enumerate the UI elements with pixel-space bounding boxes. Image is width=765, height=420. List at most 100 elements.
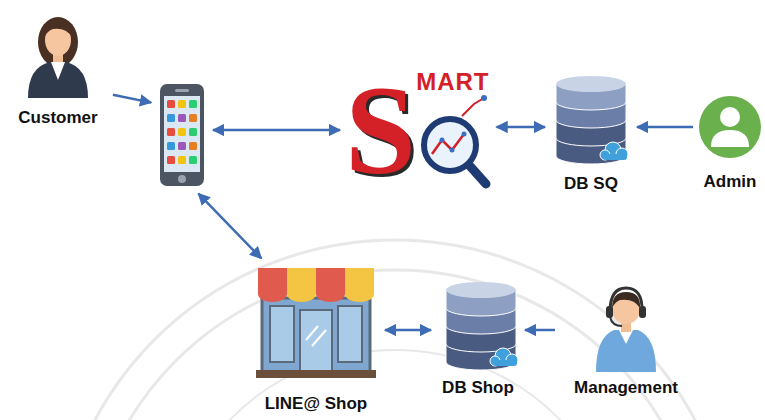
smartsq-magnifier-part bbox=[469, 165, 486, 184]
database-icon bbox=[556, 76, 628, 164]
customer-icon-part bbox=[44, 18, 73, 38]
app-icons-part bbox=[189, 100, 197, 108]
management-icon-part bbox=[610, 288, 642, 312]
flow-arrow bbox=[198, 194, 261, 259]
database-icon-part bbox=[600, 142, 628, 160]
shop-icon-part bbox=[270, 306, 294, 362]
database-icon-part bbox=[446, 282, 516, 298]
database-icon-part bbox=[490, 348, 518, 366]
flow-arrow bbox=[637, 126, 693, 129]
app-icons-part bbox=[189, 142, 197, 150]
icon-node: Admin bbox=[698, 92, 762, 192]
customer-icon-part bbox=[38, 17, 78, 67]
shop-icon-part bbox=[262, 298, 370, 372]
shop-icon-part bbox=[256, 370, 376, 378]
logo-text: S bbox=[345, 66, 416, 194]
flow-arrow bbox=[525, 329, 555, 332]
management-icon bbox=[596, 288, 656, 372]
admin-icon bbox=[699, 96, 761, 158]
flow-arrow bbox=[113, 95, 151, 103]
logo-box: SMART bbox=[345, 66, 492, 188]
node-label: DB SQ bbox=[564, 174, 618, 194]
app-icons-part bbox=[178, 156, 186, 164]
database-icon-part bbox=[556, 76, 626, 92]
icon-node: LINE@ Shop bbox=[252, 262, 380, 414]
database-icon bbox=[446, 282, 518, 370]
phone-icon bbox=[160, 84, 204, 186]
shop-icon-part bbox=[316, 294, 345, 302]
shop-icon-part bbox=[345, 294, 374, 302]
app-icons-part bbox=[167, 100, 175, 108]
smartsq-magnifier-part bbox=[462, 132, 467, 137]
watermark-seal-part bbox=[165, 350, 625, 420]
shop-icon-part bbox=[300, 310, 332, 372]
icon-node: DB Shop bbox=[436, 282, 520, 398]
node-label: Admin bbox=[704, 172, 757, 192]
app-icons-part bbox=[167, 114, 175, 122]
logo-text: MART bbox=[416, 70, 489, 94]
app-icons-part bbox=[178, 100, 186, 108]
node-label: Customer bbox=[18, 108, 97, 128]
node-label: Management bbox=[574, 378, 678, 398]
admin-icon-part bbox=[720, 107, 740, 127]
icon-node bbox=[156, 82, 208, 190]
management-icon-part bbox=[596, 330, 656, 372]
management-icon-part bbox=[619, 330, 633, 344]
flow-arrow bbox=[497, 126, 545, 129]
shop-icon-part bbox=[287, 268, 316, 294]
phone-icon-part bbox=[175, 89, 189, 92]
app-icons-part bbox=[189, 114, 197, 122]
database-icon-part-part bbox=[493, 360, 517, 366]
customer-icon bbox=[28, 17, 88, 98]
customer-icon-part bbox=[51, 62, 65, 80]
phone-icon-part bbox=[178, 175, 186, 183]
icon-node: Management bbox=[560, 286, 692, 398]
admin-icon-part bbox=[711, 130, 749, 147]
shop-icon-part bbox=[306, 326, 318, 340]
shop-icon-part bbox=[338, 306, 362, 362]
icon-node: DB SQ bbox=[550, 76, 632, 194]
app-icons-part bbox=[189, 128, 197, 136]
shop-icon-part bbox=[312, 330, 326, 346]
app-icons-part bbox=[167, 142, 175, 150]
management-icon-part bbox=[612, 292, 640, 308]
shop-icon-part bbox=[345, 268, 374, 294]
app-icons-part bbox=[167, 156, 175, 164]
app-icons-part bbox=[178, 114, 186, 122]
watermark-seal-part bbox=[85, 270, 705, 420]
phone-icon-part bbox=[164, 96, 200, 172]
database-icon-part-part bbox=[603, 154, 627, 160]
shop-icon-part bbox=[287, 294, 316, 302]
flow-arrow bbox=[385, 329, 431, 332]
icon-node: Customer bbox=[8, 6, 108, 128]
smartsq-magnifier-part bbox=[481, 95, 487, 101]
customer-icon-part bbox=[28, 62, 88, 98]
watermark-seal bbox=[55, 240, 735, 420]
app-icons-part bbox=[178, 142, 186, 150]
smartsq-magnifier-part bbox=[424, 119, 476, 171]
watermark-seal-part bbox=[55, 240, 735, 420]
shop-icon-part bbox=[258, 294, 287, 302]
management-icon-part bbox=[610, 317, 622, 326]
smartsq-magnifier-part bbox=[440, 138, 445, 143]
shop-icon-part bbox=[258, 268, 287, 294]
smartsq-magnifier bbox=[424, 95, 487, 184]
admin-icon-part bbox=[699, 96, 761, 158]
flow-arrow bbox=[213, 129, 340, 132]
management-icon-part bbox=[606, 306, 613, 318]
management-icon-part bbox=[639, 306, 646, 318]
app-icons-part bbox=[167, 128, 175, 136]
node-label: LINE@ Shop bbox=[265, 394, 368, 414]
node-label: DB Shop bbox=[442, 378, 514, 398]
smartsq-magnifier-part bbox=[432, 134, 464, 154]
shop-icon bbox=[256, 268, 376, 378]
smartsq-magnifier-part bbox=[462, 98, 484, 116]
app-icons-part bbox=[178, 128, 186, 136]
app-icons-part bbox=[189, 156, 197, 164]
app-icons bbox=[167, 100, 197, 164]
smartsq-magnifier-part bbox=[450, 148, 455, 153]
phone-icon-part bbox=[160, 84, 204, 186]
